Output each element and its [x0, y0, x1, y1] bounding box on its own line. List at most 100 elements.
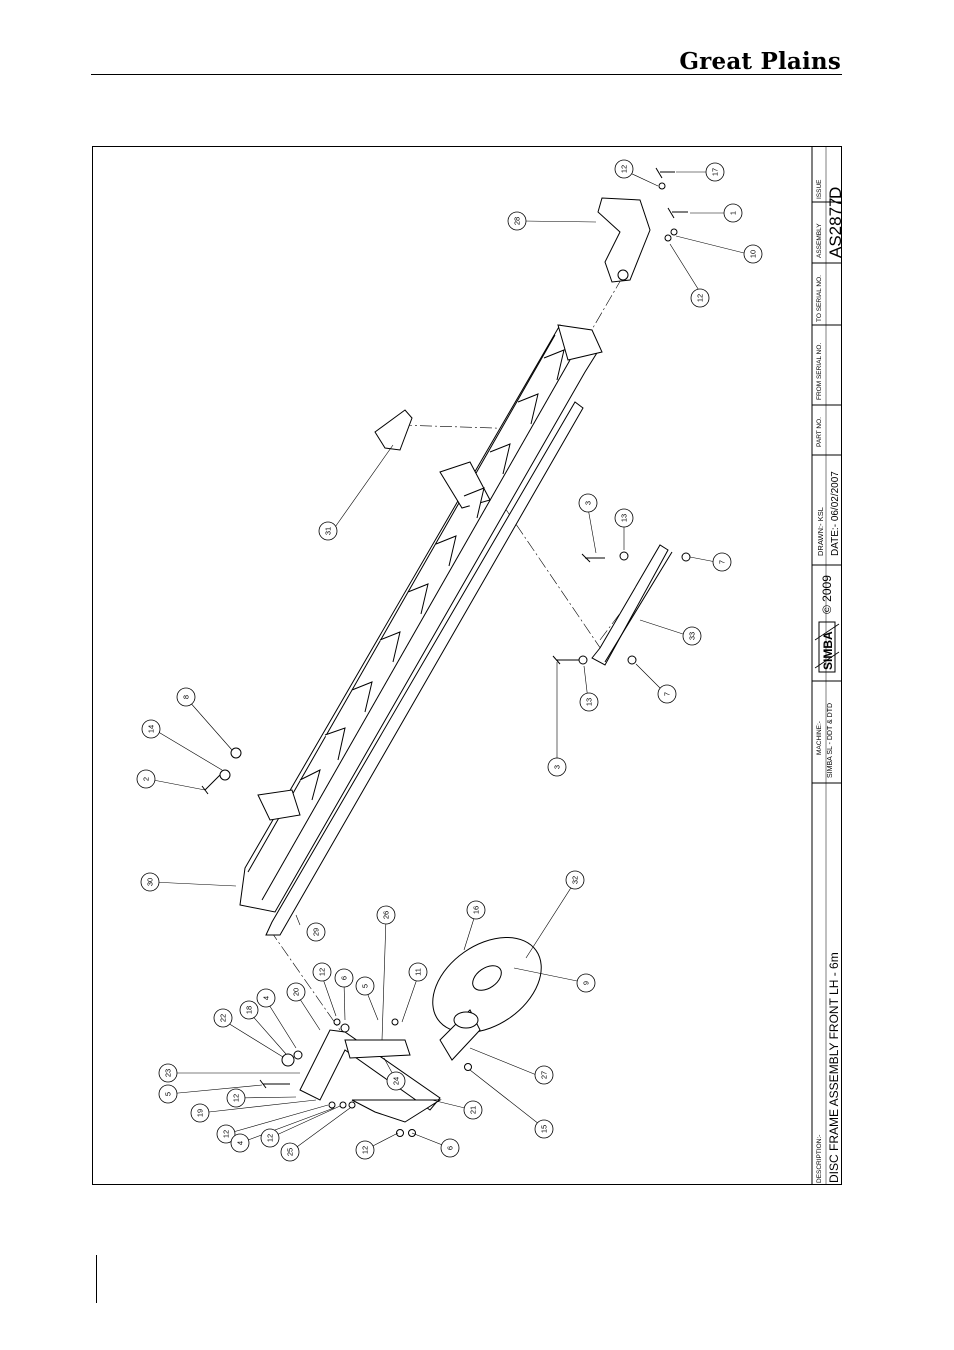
svg-text:1: 1 [729, 211, 738, 215]
balloon-14: 14 [141, 719, 161, 739]
svg-text:28: 28 [513, 217, 522, 225]
balloon-17: 17 [705, 162, 725, 182]
svg-text:12: 12 [266, 1134, 275, 1142]
drawing-frame [92, 146, 842, 1185]
copyright-text: © 2009 [820, 575, 834, 614]
svg-text:13: 13 [585, 698, 594, 706]
balloon-30: 30 [140, 872, 160, 892]
balloon-13: 13 [614, 508, 634, 528]
drawn-by: DRAWN:- KSL [816, 507, 825, 556]
balloon-13: 13 [579, 692, 599, 712]
balloon-20: 20 [286, 982, 306, 1002]
svg-text:25: 25 [286, 1148, 295, 1156]
balloon-12: 12 [355, 1140, 375, 1160]
balloon-25: 25 [280, 1142, 300, 1162]
svg-text:22: 22 [219, 1014, 228, 1022]
svg-text:10: 10 [749, 250, 758, 258]
svg-text:18: 18 [245, 1006, 254, 1014]
balloon-11: 11 [408, 962, 428, 982]
leader-lines [147, 171, 749, 1153]
balloon-31: 31 [318, 521, 338, 541]
brand-logo: Great Plains [679, 48, 841, 75]
svg-text:7: 7 [663, 692, 672, 696]
svg-text:12: 12 [222, 1130, 231, 1138]
balloon-29: 29 [306, 922, 326, 942]
svg-text:21: 21 [469, 1106, 478, 1114]
svg-text:7: 7 [718, 560, 727, 564]
balloon-6: 6 [440, 1138, 460, 1158]
issue-label: ISSUE [816, 179, 823, 199]
balloon-12: 12 [614, 159, 634, 179]
svg-text:19: 19 [196, 1109, 205, 1117]
svg-text:12: 12 [696, 294, 705, 302]
svg-text:12: 12 [318, 968, 327, 976]
balloon-26: 26 [376, 905, 396, 925]
svg-text:26: 26 [382, 911, 391, 919]
small-bracket [374, 409, 413, 451]
svg-text:15: 15 [540, 1125, 549, 1133]
issue-letter: D [826, 187, 845, 199]
title-block: DESCRIPTION:- DISC FRAME ASSEMBLY FRONT … [811, 146, 845, 1185]
part-no-label: PART NO. [816, 417, 823, 447]
svg-text:30: 30 [146, 878, 155, 886]
to-serial-label: TO SERIAL NO. [816, 275, 823, 322]
pivot-bolt-set [201, 747, 242, 795]
disc-hub [439, 1009, 481, 1061]
svg-text:27: 27 [540, 1071, 549, 1079]
end-bracket-fasteners [655, 167, 688, 242]
balloon-2: 2 [136, 769, 156, 789]
svg-text:14: 14 [147, 725, 156, 733]
balloon-1: 1 [723, 203, 743, 223]
balloon-33: 33 [682, 626, 702, 646]
balloon-12: 12 [312, 962, 332, 982]
balloon-19: 19 [190, 1103, 210, 1123]
drawing-date: DATE:- 06/02/2007 [830, 471, 841, 556]
balloon-3: 3 [578, 493, 598, 513]
machine-text: SIMBA SL - DDT & DTD [827, 703, 834, 778]
balloon-24: 24 [386, 1071, 406, 1091]
tie-bar [591, 544, 673, 666]
balloon-4: 4 [256, 988, 276, 1008]
balloon-23: 23 [158, 1063, 178, 1083]
simba-logo: SIMBA [814, 621, 840, 673]
svg-text:4: 4 [262, 996, 271, 1000]
balloon-7: 7 [712, 552, 732, 572]
svg-text:11: 11 [414, 968, 423, 976]
balloon-4: 4 [230, 1133, 250, 1153]
svg-text:6: 6 [446, 1146, 455, 1150]
flat-bar [265, 401, 584, 936]
svg-text:6: 6 [340, 976, 349, 980]
description-text: DISC FRAME ASSEMBLY FRONT LH - 6m [827, 952, 841, 1183]
balloon-callouts: 12 17 1 28 10 12 31 3 13 7 33 7 13 3 8 1… [136, 159, 763, 1162]
disc-blade [432, 936, 542, 1034]
svg-text:17: 17 [711, 168, 720, 176]
end-bracket [597, 197, 651, 283]
from-serial-label: FROM SERIAL NO. [816, 343, 823, 400]
svg-text:5: 5 [361, 984, 370, 988]
page-margin-rule [96, 1255, 97, 1303]
svg-text:3: 3 [553, 765, 562, 769]
balloon-12: 12 [260, 1128, 280, 1148]
svg-text:12: 12 [361, 1146, 370, 1154]
svg-text:31: 31 [324, 527, 333, 535]
svg-text:SIMBA: SIMBA [821, 631, 835, 670]
svg-text:3: 3 [584, 501, 593, 505]
balloon-27: 27 [534, 1065, 554, 1085]
assembly-label: ASSEMBLY [816, 223, 823, 258]
svg-text:23: 23 [164, 1069, 173, 1077]
svg-text:2: 2 [142, 777, 151, 781]
svg-text:13: 13 [620, 514, 629, 522]
balloon-28: 28 [507, 211, 527, 231]
balloon-12: 12 [690, 288, 710, 308]
balloon-16: 16 [466, 900, 486, 920]
svg-text:32: 32 [571, 876, 580, 884]
svg-text:5: 5 [164, 1092, 173, 1096]
balloon-7: 7 [657, 684, 677, 704]
svg-text:24: 24 [392, 1077, 401, 1085]
balloon-5: 5 [355, 976, 375, 996]
svg-text:4: 4 [236, 1141, 245, 1145]
svg-text:12: 12 [232, 1094, 241, 1102]
balloon-15: 15 [534, 1119, 554, 1139]
balloon-9: 9 [576, 973, 596, 993]
